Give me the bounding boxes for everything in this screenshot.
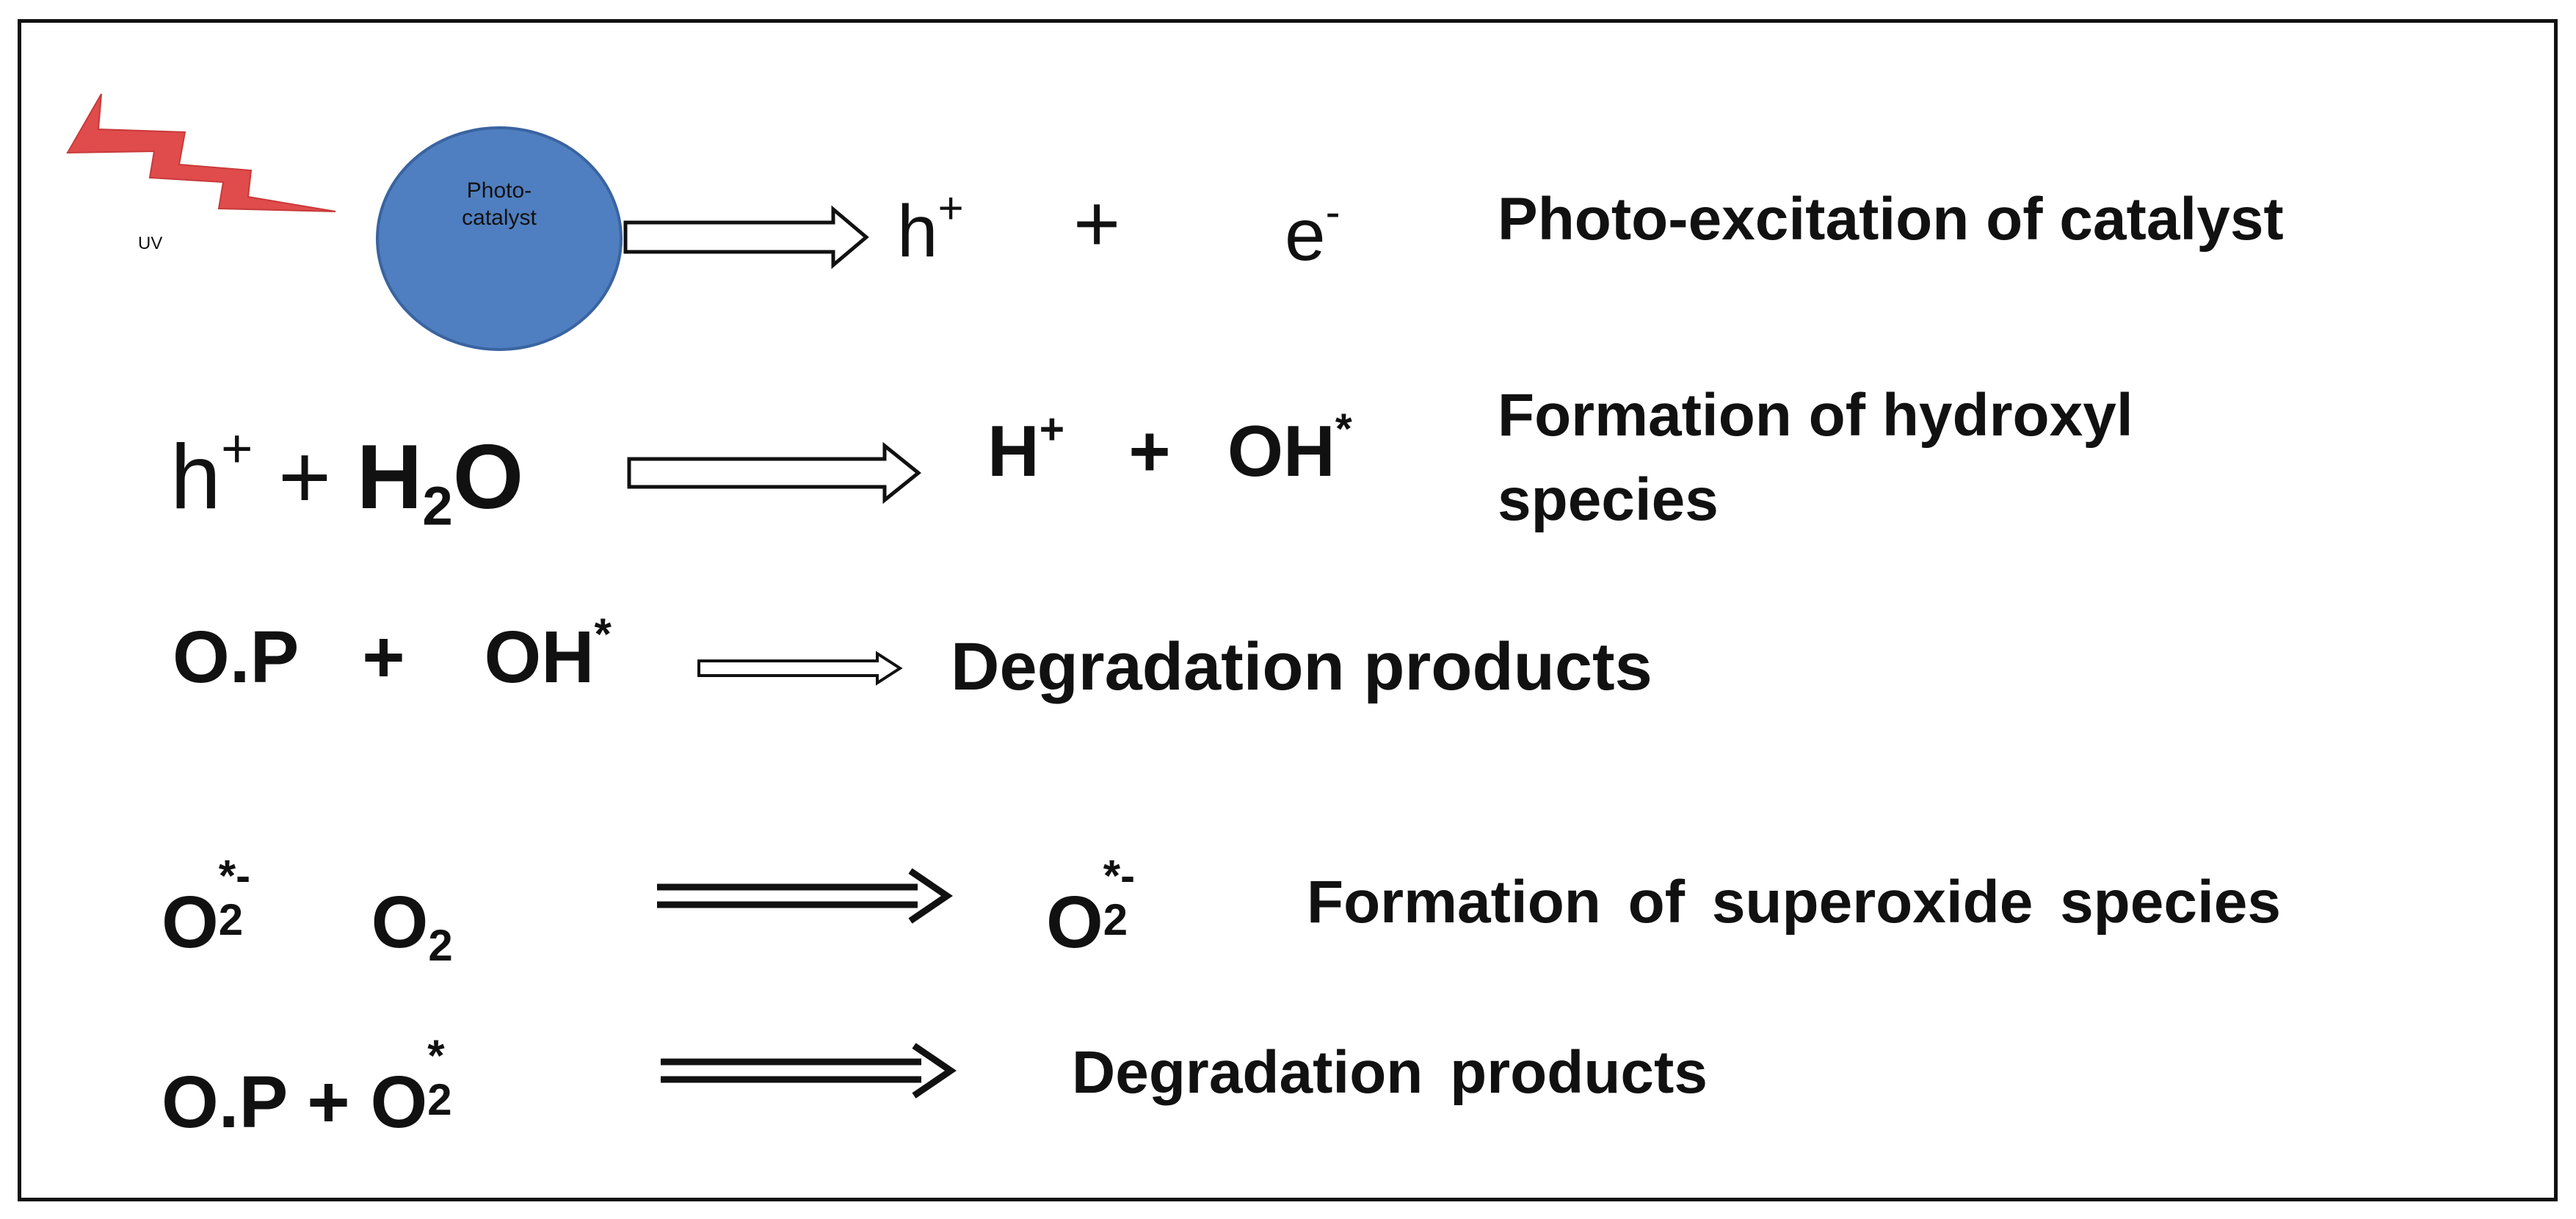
photocatalyst-circle (376, 126, 623, 351)
hole-species: h+ (897, 184, 964, 272)
hollow-arrow-icon (623, 205, 869, 270)
pollutant-superoxide-reactants: O.P + O*2 (162, 1031, 452, 1143)
hydroxyl-description-line1: Formation of hydroxyl (1498, 382, 2133, 449)
hole-water-reactants: h+ + H2O (170, 418, 524, 537)
superoxide-product: O*-2 (1046, 851, 1136, 963)
superoxide-reactants: O*-2 O2 (162, 851, 453, 970)
solid-double-arrow-icon (657, 868, 954, 924)
hollow-arrow-icon (697, 651, 903, 686)
solid-double-arrow-icon (661, 1043, 957, 1099)
hydroxyl-products: H+ + OH* (987, 405, 1352, 491)
plus-sign: + (1073, 178, 1121, 269)
hydroxyl-description-line2: species (1498, 466, 1719, 533)
degradation-description-1: Degradation products (951, 629, 1652, 704)
uv-label: UV (138, 234, 163, 253)
electron-species: e- (1285, 187, 1340, 276)
uv-lightning-icon (66, 93, 336, 212)
superoxide-description: Formation of superoxide species (1307, 869, 2281, 936)
photocatalyst-label-line1: Photo- (466, 178, 532, 203)
photocatalyst-label-line2: catalyst (462, 206, 537, 230)
degradation-description-2: Degradation products (1072, 1039, 1708, 1106)
pollutant-hydroxyl-reactants: O.P + OH* (173, 610, 612, 698)
photoexcitation-description: Photo-excitation of catalyst (1498, 186, 2284, 253)
hollow-arrow-icon (627, 441, 921, 504)
